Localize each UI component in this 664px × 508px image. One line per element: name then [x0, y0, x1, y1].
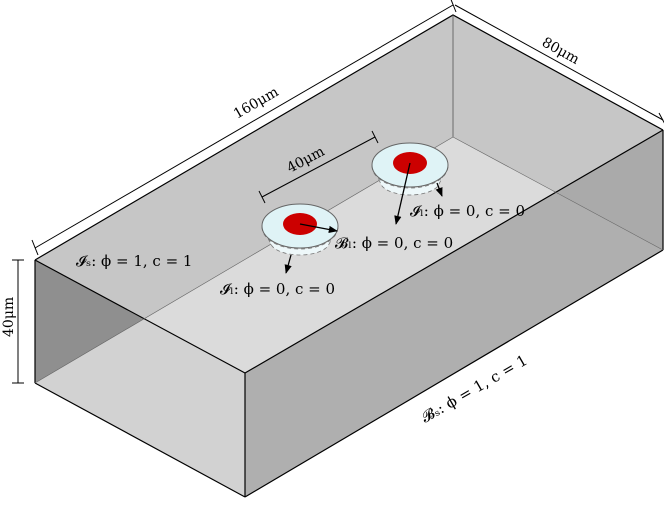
box-edges [34, 14, 664, 498]
label-interface-liquid-left: 𝓘ₗ: ϕ = 0, c = 0 [220, 280, 335, 298]
dimension-height: 40μm [1, 297, 17, 337]
pit-left [261, 203, 339, 256]
dimension-lines [12, 0, 664, 384]
label-interface-liquid-right: 𝓘ₗ: ϕ = 0, c = 0 [410, 202, 525, 220]
dimension-length: 160μm [231, 84, 282, 122]
arrows [284, 162, 443, 274]
label-bulk-liquid: 𝓑ₗ: ϕ = 0, c = 0 [335, 234, 453, 252]
top-face [35, 15, 663, 373]
front-face [245, 130, 663, 497]
pit-right [371, 142, 449, 196]
label-surface-solid: 𝓘ₛ: ϕ = 1, c = 1 [76, 252, 192, 270]
